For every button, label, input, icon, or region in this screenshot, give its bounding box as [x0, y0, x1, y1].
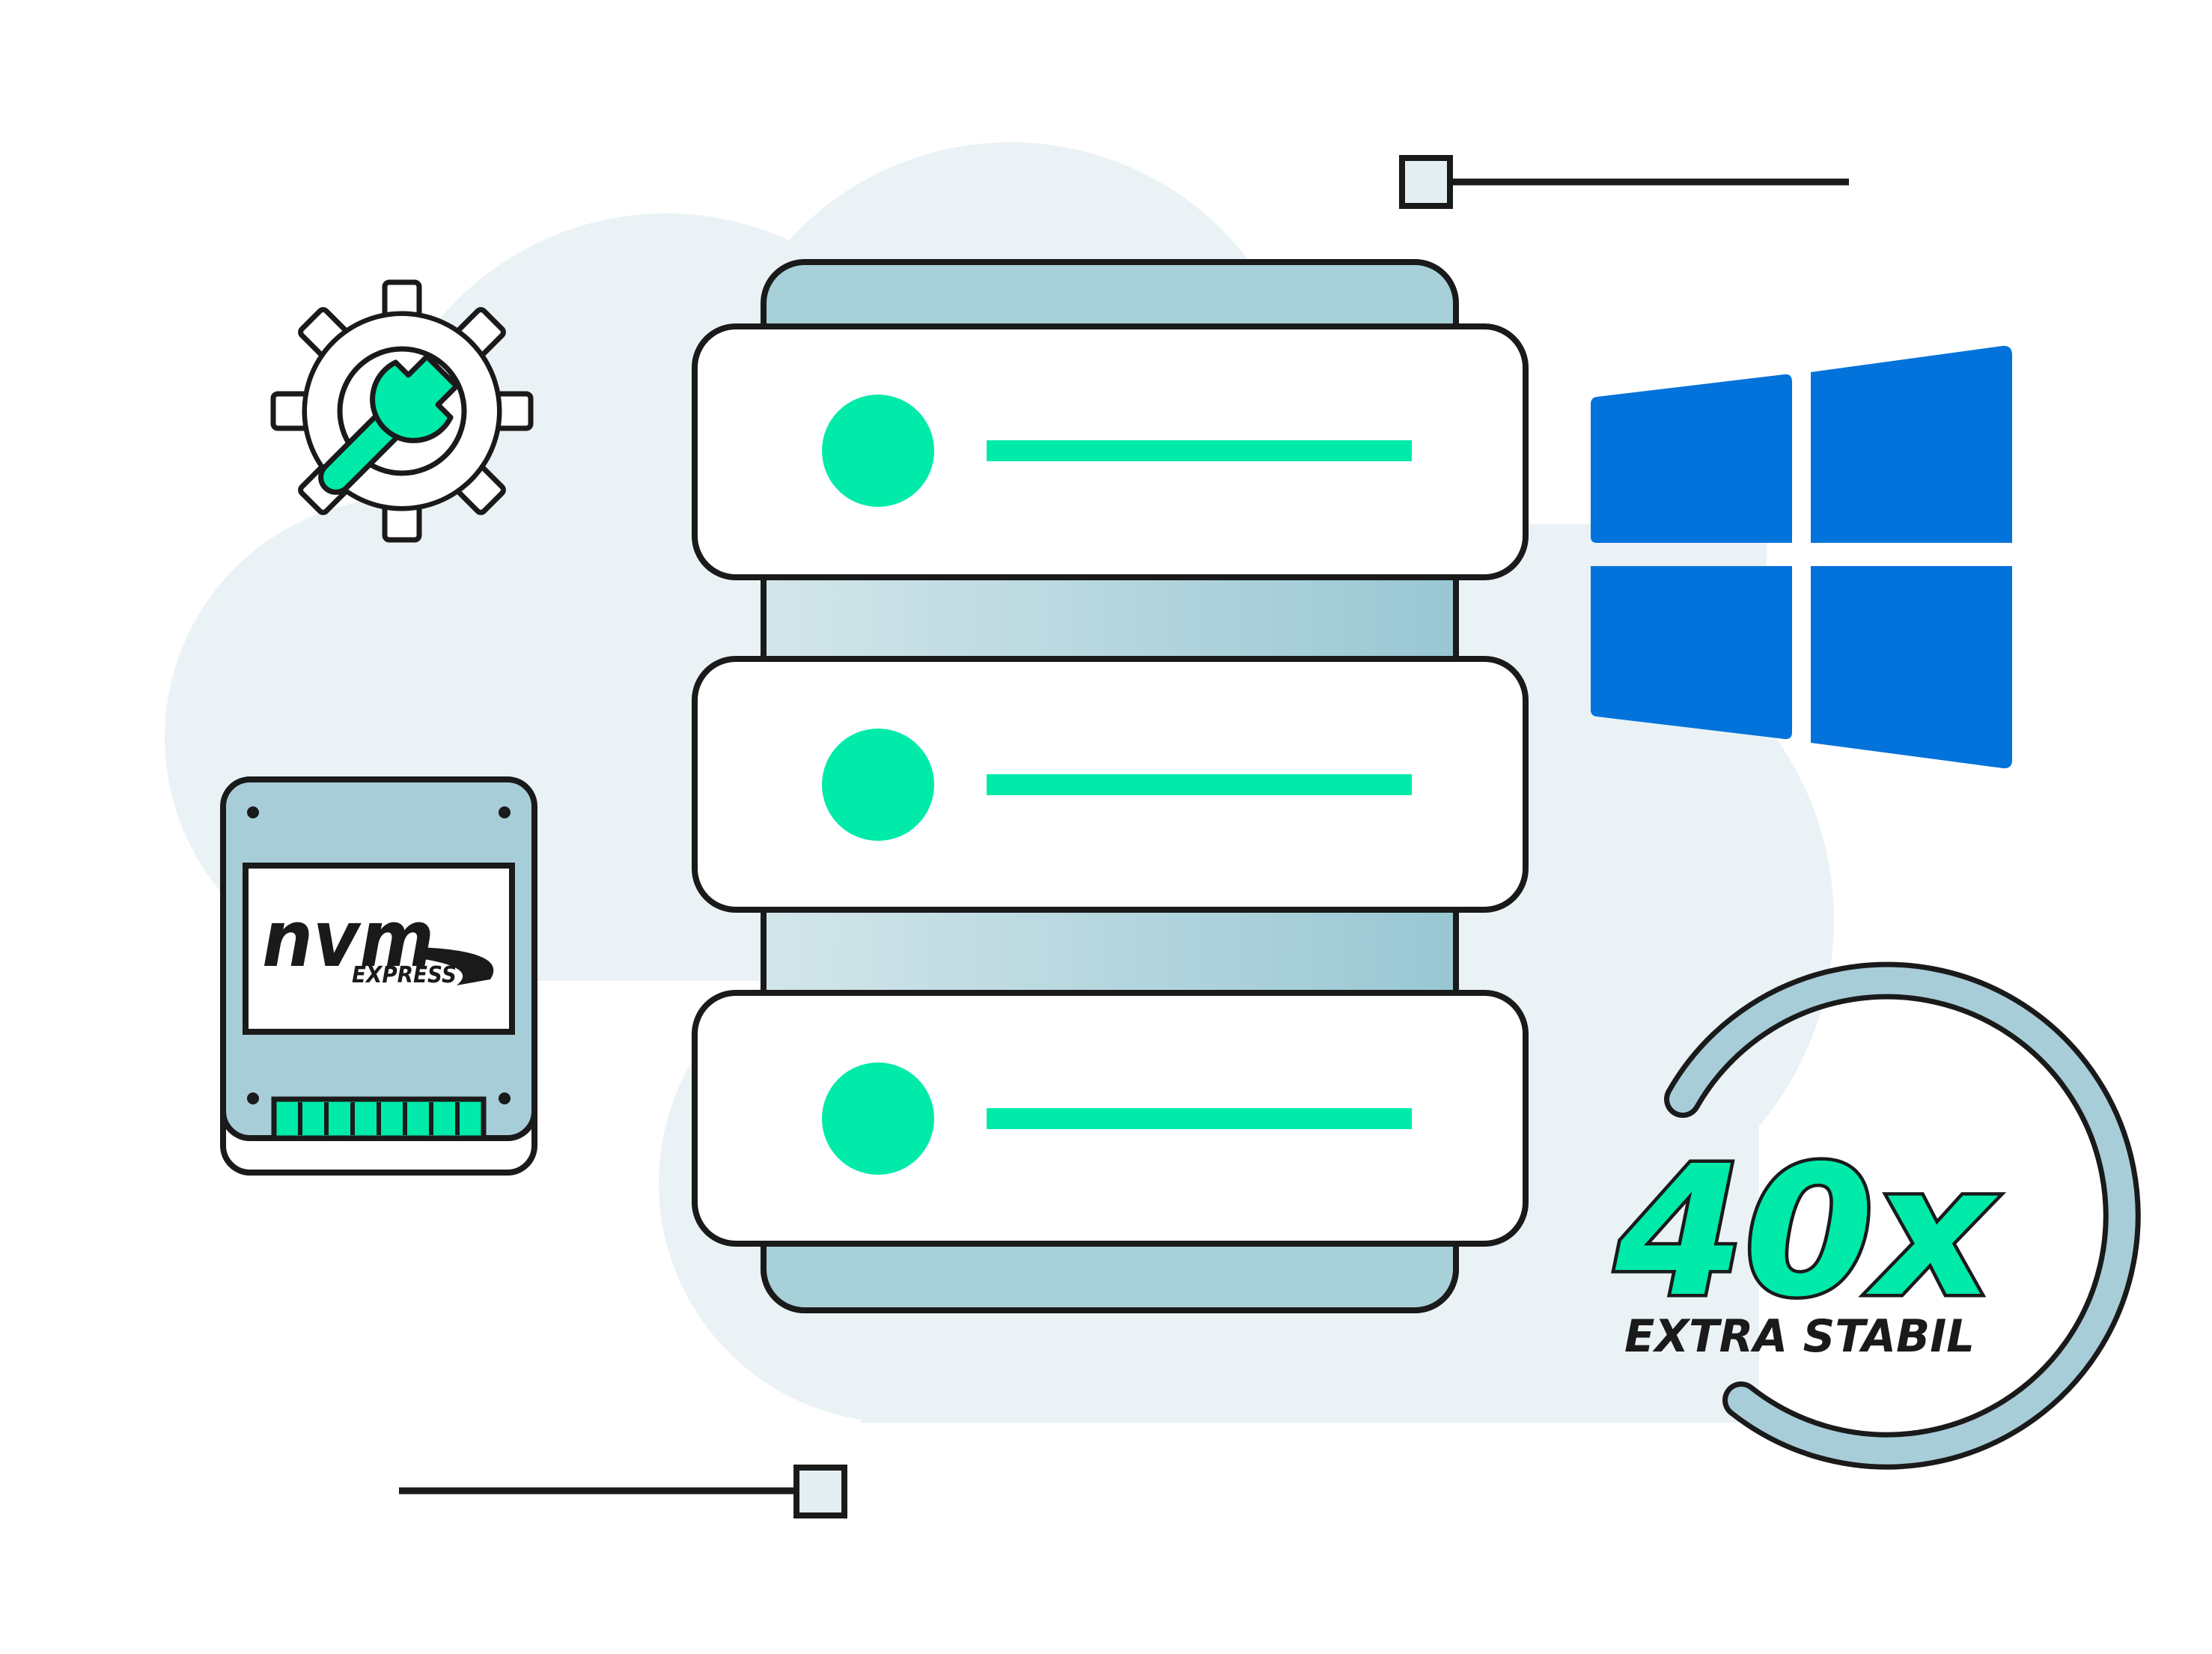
badge-caption: EXTRA STABIL: [1624, 1310, 1975, 1363]
server-stack-icon: [692, 259, 1529, 1313]
connector-top-right: [1399, 155, 1849, 209]
nvme-logo-word: nvm: [262, 893, 434, 985]
server-unit-3: [692, 990, 1529, 1247]
cycle-arrow-icon: [1664, 961, 2141, 1470]
connector-bottom-left: [399, 1465, 847, 1518]
nvme-ssd-icon: nvm EXPRESS: [220, 776, 537, 1176]
server-unit-1: [692, 323, 1529, 580]
windows-logo-icon: [1591, 345, 2012, 769]
gear-wrench-icon: [273, 279, 531, 540]
badge-number: 40x: [1615, 1127, 1999, 1337]
nvme-logo-sub: EXPRESS: [352, 962, 457, 988]
server-unit-2: [692, 656, 1529, 913]
